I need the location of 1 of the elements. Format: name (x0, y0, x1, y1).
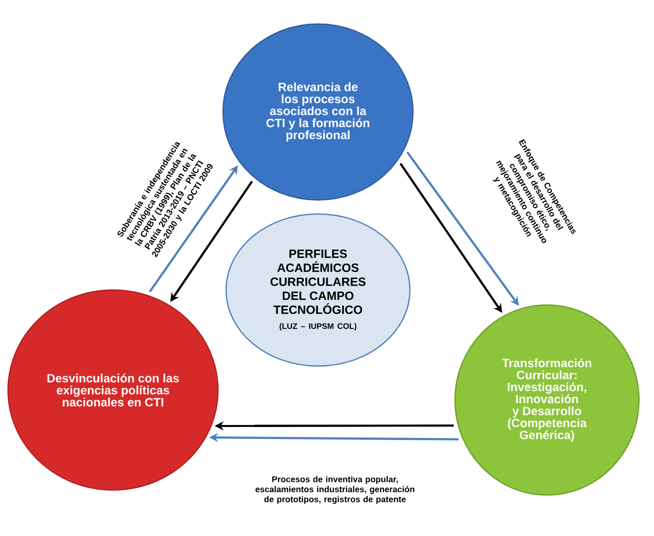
edge-label: Procesos de inventiva popular, escalamientos industriales, generación de prototipos, registros de patente (256, 476, 414, 504)
